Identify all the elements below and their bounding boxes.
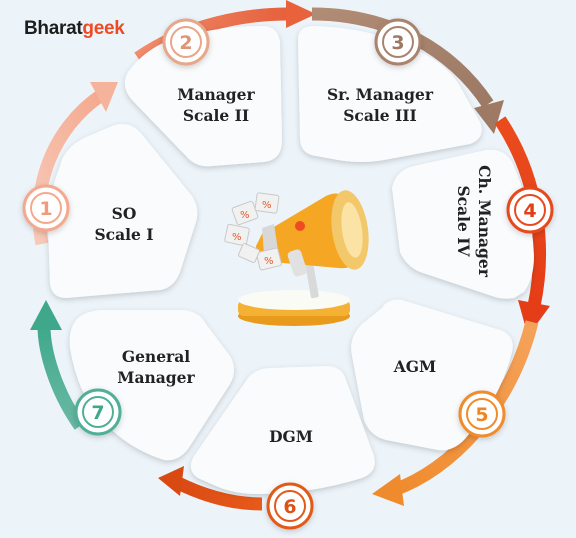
percent-glyph-2: %: [232, 232, 242, 243]
step-3-label: Sr. Manager Scale III: [316, 84, 444, 126]
step-7-line1: General: [121, 347, 191, 366]
badge-1-number: 1: [39, 198, 52, 220]
segment-panel-6: [190, 366, 375, 494]
badge-6: 6: [266, 482, 314, 530]
horn-inner-icon: [341, 202, 363, 258]
segment-panel-3: [298, 26, 482, 162]
step-5-line1: AGM: [393, 357, 437, 376]
percent-card-5-icon: [238, 243, 260, 263]
arrow-6-to-7-head: [158, 466, 184, 496]
badge-7-number: 7: [91, 402, 104, 424]
handle-icon: [287, 249, 307, 277]
step-4-line1: Ch. Manager: [475, 165, 494, 277]
step-2-line2: Scale II: [182, 106, 250, 125]
badge-5: 5: [458, 390, 506, 438]
badge-3-number: 3: [391, 32, 404, 54]
arrow-7-to-1-head: [30, 300, 62, 330]
stand-icon: [305, 263, 319, 299]
step-2-label: Manager Scale II: [162, 84, 270, 126]
brand-logo-part1: Bharat: [24, 18, 83, 39]
step-4-label: Ch. Manager Scale IV: [453, 161, 495, 281]
arrow-7-to-1: [37, 325, 86, 430]
percent-glyph-1: %: [240, 210, 250, 221]
arrow-6-to-7: [173, 476, 263, 511]
step-6-label: DGM: [256, 426, 326, 447]
step-badges: 1 2 3 4 5 6 7: [22, 18, 554, 530]
pedestal-top-icon: [238, 290, 350, 310]
badge-2-number: 2: [179, 32, 192, 54]
arrow-5-to-6-head: [372, 474, 404, 506]
badge-7: 7: [74, 388, 122, 436]
badge-4: 4: [506, 186, 554, 234]
percent-card-2-icon: [224, 223, 250, 247]
step-7-line2: Manager: [117, 368, 195, 387]
badge-4-number: 4: [523, 200, 536, 222]
arrow-2-to-3-head: [286, 0, 316, 28]
badge-5-number: 5: [475, 404, 488, 426]
step-3-line1: Sr. Manager: [326, 85, 434, 104]
arrow-1-to-2-head: [90, 82, 118, 112]
button-icon: [295, 221, 305, 231]
step-3-line2: Scale III: [343, 106, 417, 125]
badge-3: 3: [374, 18, 422, 66]
step-1-line2: Scale I: [94, 225, 154, 244]
badge-1: 1: [22, 184, 70, 232]
step-6-line1: DGM: [269, 427, 313, 446]
percent-glyph-4: %: [264, 256, 274, 267]
segment-panel-1: [48, 124, 198, 298]
brand-logo: Bharatgeek: [24, 18, 125, 40]
step-4-line2: Scale IV: [454, 185, 473, 257]
megaphone-icon: % % % %: [224, 190, 369, 326]
step-1-line1: SO: [111, 204, 137, 223]
horn-icon: [256, 193, 357, 269]
percent-glyph-3: %: [262, 200, 272, 211]
mouth-icon: [262, 224, 278, 254]
segment-panel-2: [124, 26, 282, 167]
step-2-line1: Manager: [177, 85, 255, 104]
step-5-label: AGM: [380, 356, 450, 377]
step-1-label: SO Scale I: [88, 203, 160, 245]
percent-card-4-icon: [256, 247, 282, 271]
step-7-label: General Manager: [104, 346, 208, 388]
percent-card-3-icon: [254, 192, 280, 214]
badge-2: 2: [162, 18, 210, 66]
segment-panel-4: [392, 149, 534, 299]
brand-logo-part2: geek: [82, 18, 125, 39]
badge-6-number: 6: [283, 496, 296, 518]
